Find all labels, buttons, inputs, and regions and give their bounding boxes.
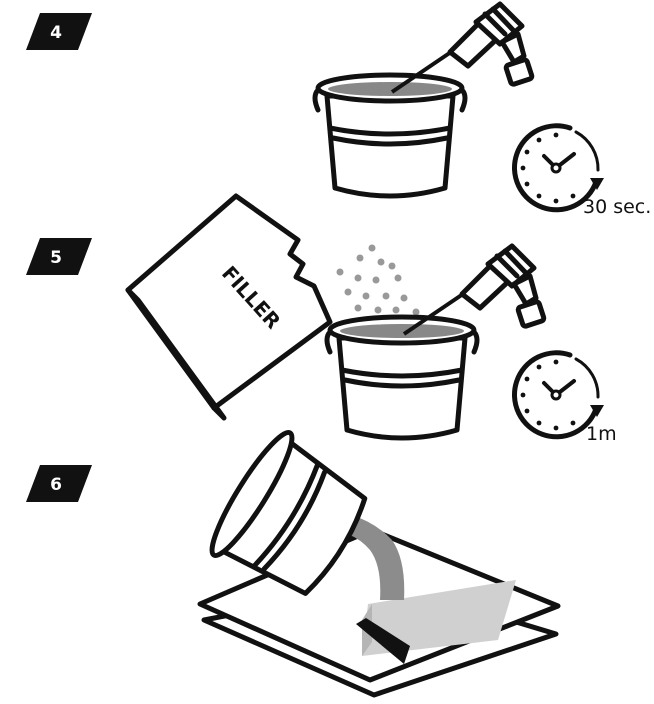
step-4-drill-icon [392,4,533,92]
powder-particles [337,245,420,316]
step-4-bucket-icon [315,75,465,196]
step-5: 5 FILLER 1m [26,196,617,445]
step-4-badge: 4 [26,13,92,50]
step-5-timer-label: 1m [586,423,617,445]
step-5-bucket-icon [327,317,477,438]
step-5-badge: 5 [26,238,92,275]
step-4-number: 4 [50,23,62,43]
step-4: 4 30 sec. [26,4,651,218]
step-5-drill-icon [404,246,545,334]
step-6-badge: 6 [26,465,92,502]
step-4-timer-label: 30 sec. [583,196,651,218]
filler-bag-icon: FILLER [128,196,330,418]
step-6: 6 [26,426,558,695]
step-5-number: 5 [50,248,62,268]
step-6-number: 6 [50,475,62,495]
